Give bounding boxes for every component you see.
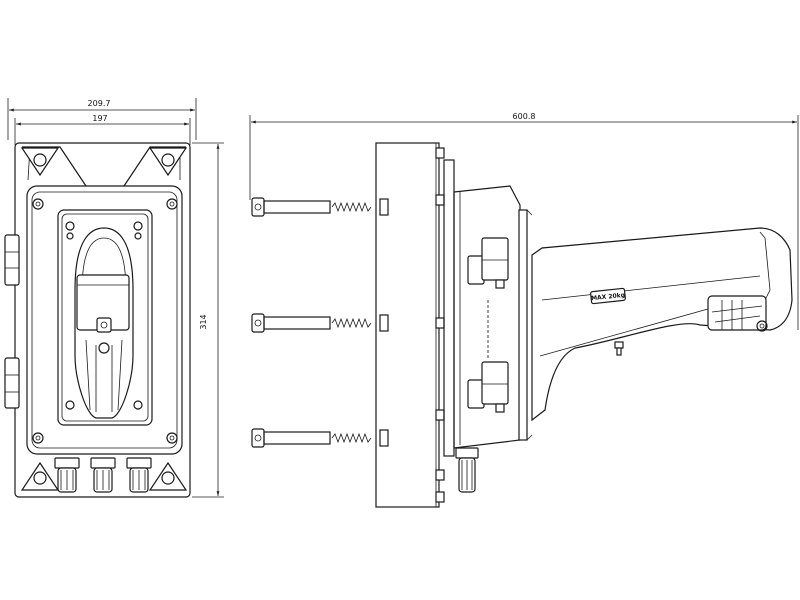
clamp-strap-middle (251, 313, 389, 333)
side-box-rim (518, 209, 528, 441)
side-box-body (453, 185, 521, 449)
side-view: 600.8 (249, 112, 799, 508)
dim-label-outer-width: 209.7 (88, 99, 111, 108)
ear-bottom-right (148, 461, 188, 491)
clamp-strap-bottom (251, 428, 389, 448)
clamp-strap-top (251, 197, 389, 217)
top-corner-brackets (22, 146, 186, 187)
panel-holes (65, 221, 143, 410)
side-cable-gland (455, 447, 479, 493)
arm-end-flange (707, 295, 768, 332)
ear-top-right (148, 147, 188, 177)
dim-label-inner-width: 197 (92, 114, 107, 123)
hinge-left-bottom (4, 357, 20, 409)
dimension-height: 314 (192, 142, 224, 498)
box-screws (32, 198, 178, 444)
dimension-total-length: 600.8 (249, 112, 799, 330)
junction-box-body (26, 185, 183, 455)
cable-gland-2 (90, 457, 116, 493)
dim-label-total-length: 600.8 (513, 112, 536, 121)
ear-top-left (20, 147, 60, 177)
max-load-label-text: MAX 20kg (591, 292, 626, 303)
front-view: 209.7 197 314 (4, 98, 224, 498)
cable-gland-1 (54, 457, 80, 493)
side-latch-top (467, 237, 509, 289)
arm-adapter (74, 227, 134, 419)
inner-mount-panel (57, 209, 153, 426)
dim-label-height: 314 (199, 314, 208, 329)
dimension-inner-width: 197 (14, 114, 191, 145)
side-box-flange (443, 159, 455, 457)
dimension-outer-width: 209.7 (7, 98, 197, 140)
arm-set-screw (614, 341, 624, 356)
hinge-left-top (4, 234, 20, 286)
cable-gland-3 (126, 457, 152, 493)
max-load-label: MAX 20kg (590, 287, 626, 305)
side-plate-bolts (435, 147, 445, 503)
side-latch-bottom (467, 361, 509, 413)
ear-bottom-left (20, 461, 60, 491)
front-backplate (14, 142, 191, 498)
wall-arm (531, 227, 793, 422)
